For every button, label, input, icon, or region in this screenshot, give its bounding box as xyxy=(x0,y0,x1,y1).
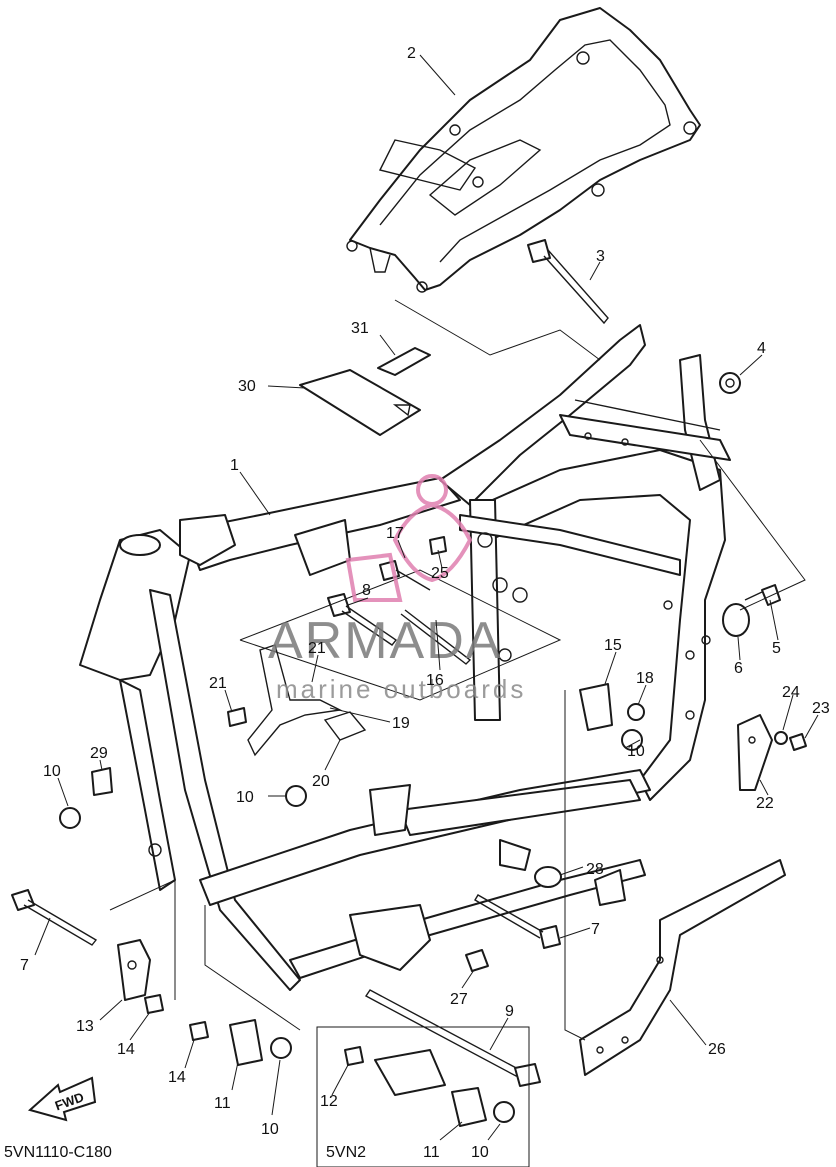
callout-5: 5 xyxy=(772,640,781,657)
callout-21-lower: 21 xyxy=(209,675,227,692)
callout-31: 31 xyxy=(351,320,369,337)
watermark-brand: ARMADA xyxy=(268,612,502,670)
callout-2: 2 xyxy=(407,45,416,62)
callout-3: 3 xyxy=(596,248,605,265)
bolt-part-5 xyxy=(744,584,781,606)
callout-1: 1 xyxy=(230,457,239,474)
callout-29: 29 xyxy=(90,745,108,762)
main-frame-part xyxy=(79,324,731,991)
callout-21-upper: 21 xyxy=(308,640,326,657)
callout-12: 12 xyxy=(320,1093,338,1110)
bolt-part-7-right xyxy=(474,894,561,949)
callout-4: 4 xyxy=(757,340,766,357)
bracket-part-22 xyxy=(737,714,773,791)
callout-16: 16 xyxy=(426,672,444,689)
clip-bracket-part xyxy=(377,347,431,376)
callout-17: 17 xyxy=(386,525,404,542)
variant-inset-box xyxy=(316,1026,530,1167)
bolt-part-23-24 xyxy=(774,731,807,751)
bolt-part-25 xyxy=(429,536,447,555)
callout-26: 26 xyxy=(708,1041,726,1058)
callout-10-left: 10 xyxy=(43,763,61,780)
callout-18: 18 xyxy=(636,670,654,687)
callout-20: 20 xyxy=(312,773,330,790)
bolt-part-7-left xyxy=(11,889,98,946)
callout-10-mid: 10 xyxy=(236,789,254,806)
bolt-part-3 xyxy=(527,239,609,325)
leader-lines xyxy=(34,54,819,1141)
cover-plate-part xyxy=(299,369,421,436)
callout-27: 27 xyxy=(450,991,468,1008)
plate-part-13 xyxy=(117,939,151,1001)
callout-14-mid: 14 xyxy=(168,1069,186,1086)
rubber-part-29 xyxy=(91,767,113,796)
callout-13: 13 xyxy=(76,1018,94,1035)
callout-25: 25 xyxy=(431,565,449,582)
callout-24: 24 xyxy=(782,684,800,701)
watermark-logo-icon xyxy=(345,474,473,602)
callout-23: 23 xyxy=(812,700,830,717)
bracket-part-15 xyxy=(579,683,613,731)
cap-part-6 xyxy=(722,603,750,637)
watermark-tagline: marine outboards xyxy=(276,674,526,704)
callout-10-bottom: 10 xyxy=(261,1121,279,1138)
reference-lines xyxy=(109,299,806,1031)
shaft-part-9 xyxy=(364,989,541,1087)
nut-part-4 xyxy=(719,372,741,394)
callout-15: 15 xyxy=(604,637,622,654)
callout-11-inset: 11 xyxy=(423,1144,440,1161)
callout-7-left: 7 xyxy=(20,957,29,974)
bolt-part-27 xyxy=(465,949,489,972)
callouts: 2 3 4 31 30 1 17 25 8 5 6 21 21 15 18 16… xyxy=(20,45,830,1161)
callout-28: 28 xyxy=(586,861,604,878)
callout-19: 19 xyxy=(392,715,410,732)
nut-part-18 xyxy=(627,703,645,721)
bolts-part-12-14 xyxy=(144,994,364,1066)
callout-6: 6 xyxy=(734,660,743,677)
callout-9: 9 xyxy=(505,1003,514,1020)
watermark: ARMADA marine outboards xyxy=(268,474,526,704)
diagram-code: 5VN1110-C180 xyxy=(4,1144,112,1161)
callout-22: 22 xyxy=(756,795,774,812)
callout-7-right: 7 xyxy=(591,921,600,938)
plates-part-11 xyxy=(229,1019,487,1127)
callout-14-left: 14 xyxy=(117,1041,135,1058)
callout-10-right: 10 xyxy=(627,743,645,760)
rear-subframe-part xyxy=(346,7,701,293)
callout-11-left: 11 xyxy=(214,1095,231,1112)
callout-10-inset: 10 xyxy=(471,1144,489,1161)
callout-30: 30 xyxy=(238,378,256,395)
callout-8: 8 xyxy=(362,582,371,599)
nuts-part-10 xyxy=(59,729,643,1123)
variant-label: 5VN2 xyxy=(326,1144,366,1161)
grommet-part-28 xyxy=(534,866,562,888)
rear-bracket-part xyxy=(564,690,786,1076)
forward-arrow-icon: FWD xyxy=(27,1076,97,1122)
wiring-bracket-part xyxy=(227,644,367,757)
